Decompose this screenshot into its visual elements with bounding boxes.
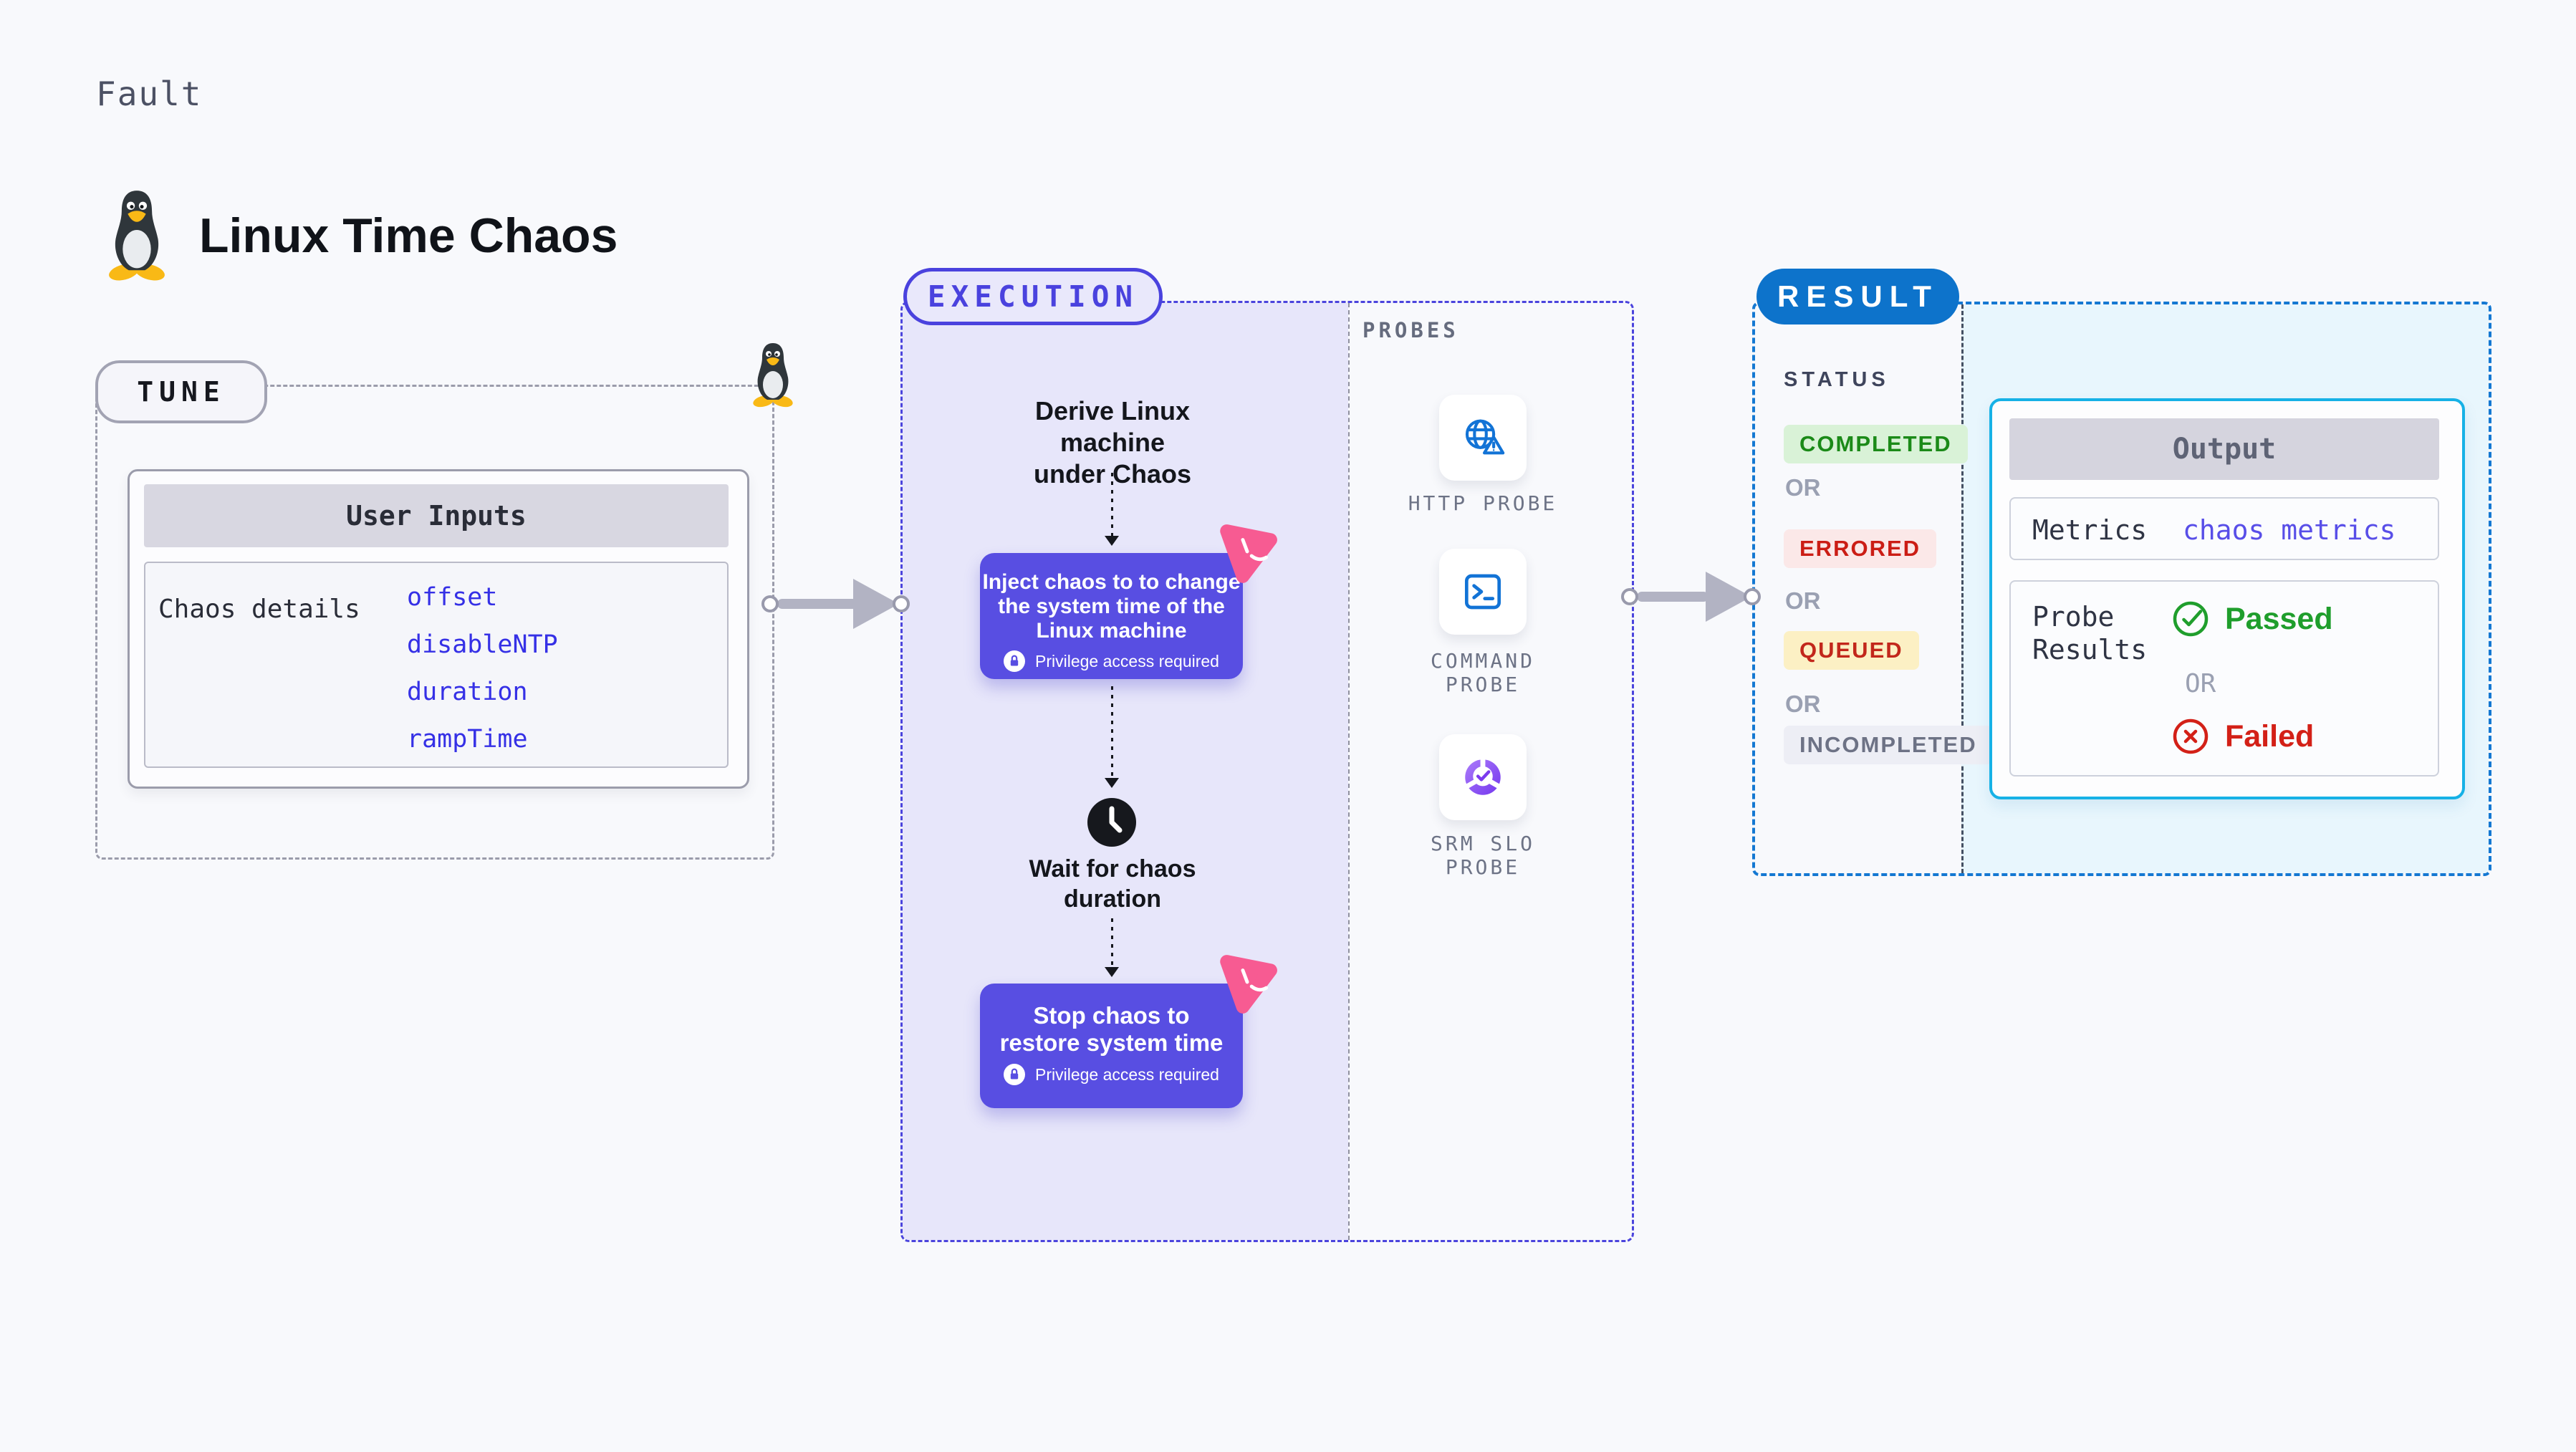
tune-region <box>95 385 774 860</box>
param-offset: offset <box>407 583 498 612</box>
derive-line-1: Derive Linux machine <box>1034 396 1191 457</box>
status-badge-completed: COMPLETED <box>1784 425 1968 463</box>
param-duration: duration <box>407 678 528 706</box>
metrics-label: Metrics <box>2032 514 2148 546</box>
srm-slo-probe-card <box>1439 734 1527 820</box>
lock-icon <box>1004 650 1026 672</box>
stop-line-1: Stop chaos to <box>1033 1002 1190 1029</box>
tune-pill: TUNE <box>95 360 267 423</box>
probe-results-label: Probe Results <box>2032 600 2147 666</box>
privilege-note: Privilege access required <box>1035 1064 1219 1084</box>
status-badge-queued: QUEUED <box>1784 631 1919 670</box>
check-circle-icon <box>2173 601 2209 637</box>
slo-donut-check-icon <box>1465 758 1501 795</box>
http-probe-label: HTTP PROBE <box>1397 491 1569 515</box>
tux-penguin-icon <box>109 191 165 281</box>
status-badge-incompleted: INCOMPLETED <box>1784 726 1993 764</box>
inject-line-3: Linux machine <box>1036 619 1187 643</box>
probe-label-line: PROBE <box>1445 855 1521 879</box>
passed-result: Passed <box>2172 600 2333 638</box>
user-inputs-card: User Inputs Chaos details offset disable… <box>128 469 749 789</box>
arrow-execution-to-result <box>1621 566 1764 630</box>
probes-heading: PROBES <box>1363 318 1459 342</box>
probe-label-line: SRM SLO <box>1430 832 1535 855</box>
x-circle-icon <box>2173 718 2209 754</box>
clock-icon <box>1087 798 1136 847</box>
probes-divider <box>1348 303 1350 1240</box>
failed-result: Failed <box>2172 718 2314 755</box>
or-separator: OR <box>1785 587 1821 614</box>
execution-pill: EXECUTION <box>903 268 1163 325</box>
chaos-flare-icon <box>1220 955 1277 1014</box>
inject-chaos-step: Inject chaos to to change the system tim… <box>980 553 1243 679</box>
user-inputs-body: Chaos details offset disableNTP duration… <box>144 562 729 768</box>
user-inputs-header: User Inputs <box>144 484 729 547</box>
or-separator: OR <box>1785 474 1821 501</box>
metrics-value: chaos metrics <box>2183 514 2396 546</box>
probe-results-line: Results <box>2032 634 2148 665</box>
probe-results-row: Probe Results Passed OR Failed <box>2009 580 2439 777</box>
command-probe-label: COMMAND PROBE <box>1397 649 1569 696</box>
srm-slo-probe-label: SRM SLO PROBE <box>1397 832 1569 879</box>
stop-chaos-step: Stop chaos to restore system time Privil… <box>980 984 1243 1108</box>
output-header: Output <box>2009 418 2439 480</box>
param-ramptime: rampTime <box>407 725 528 754</box>
failed-label: Failed <box>2225 718 2315 754</box>
command-probe-card <box>1439 549 1527 635</box>
http-probe-card <box>1439 395 1527 481</box>
probe-label-line: PROBE <box>1445 673 1521 696</box>
flow-connector-2 <box>1105 686 1119 788</box>
result-pill: RESULT <box>1756 269 1959 324</box>
tux-penguin-small-icon <box>753 343 793 408</box>
metrics-row: Metrics chaos metrics <box>2009 497 2439 560</box>
or-separator: OR <box>1785 691 1821 717</box>
lock-icon <box>1004 1064 1026 1085</box>
probe-label-line: COMMAND <box>1430 649 1535 673</box>
inject-line-1: Inject chaos to to change <box>982 570 1241 594</box>
status-badge-errored: ERRORED <box>1784 529 1937 568</box>
output-card: Output Metrics chaos metrics Probe Resul… <box>1989 398 2465 799</box>
passed-label: Passed <box>2225 601 2333 636</box>
page-title: Linux Time Chaos <box>199 208 618 263</box>
or-separator: OR <box>2185 669 2216 698</box>
inject-line-2: the system time of the <box>998 595 1225 618</box>
wait-line-2: duration <box>1064 885 1161 913</box>
globe-alert-icon <box>1465 419 1505 455</box>
param-disablentp: disableNTP <box>407 630 558 659</box>
wait-step-label: Wait for chaos duration <box>998 854 1227 914</box>
probe-results-line: Probe <box>2032 601 2115 633</box>
privilege-note: Privilege access required <box>1035 651 1219 670</box>
fault-label: Fault <box>96 74 203 113</box>
flow-connector-1 <box>1105 473 1119 546</box>
flow-connector-3 <box>1105 918 1119 977</box>
wait-line-1: Wait for chaos <box>1029 855 1196 883</box>
status-heading: STATUS <box>1784 368 1890 391</box>
chaos-flare-icon <box>1220 524 1277 583</box>
probe-label-line: HTTP PROBE <box>1408 491 1558 515</box>
chaos-details-label: Chaos details <box>158 595 360 624</box>
arrow-tune-to-execution <box>761 573 912 638</box>
stop-line-2: restore system time <box>999 1029 1224 1056</box>
result-divider <box>1961 304 1964 873</box>
terminal-icon <box>1464 574 1501 610</box>
